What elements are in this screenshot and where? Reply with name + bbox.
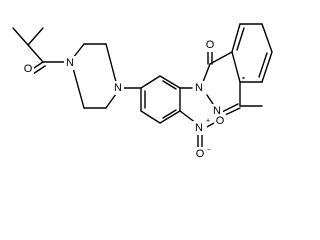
bond-pip-3 bbox=[105, 43, 117, 83]
atom-phthalazinone-n2: N bbox=[193, 81, 206, 95]
atom-carbonyl-oxygen-left: O bbox=[22, 62, 34, 76]
bond-carbonyl-co-2 bbox=[32, 65, 46, 75]
bond-ph-inner-2 bbox=[162, 109, 177, 119]
bond-ph-5 bbox=[140, 110, 161, 124]
atom-label-nitro-o-top: O bbox=[216, 115, 225, 127]
atom-label-o-left: O bbox=[24, 63, 33, 75]
atom-nitro-nitrogen: N + bbox=[193, 118, 210, 135]
atom-label-n1: N bbox=[66, 57, 74, 69]
atom-label-n4: N bbox=[114, 82, 122, 94]
atom-label-nitro-o-bottom: O bbox=[196, 148, 205, 160]
bond-bz-inner-1 bbox=[236, 27, 245, 51]
bond-bz-1 bbox=[231, 23, 241, 53]
bond-methyl-ch-left bbox=[12, 27, 29, 46]
bond-ph-inner-1 bbox=[162, 80, 177, 90]
charge-nitro-o-bottom: − bbox=[207, 147, 211, 154]
bond-bz-3 bbox=[261, 23, 273, 53]
atom-label-o-phthalazinone: O bbox=[206, 39, 215, 51]
bond-n3-c4-1 bbox=[221, 103, 239, 113]
bond-n2-n3 bbox=[206, 94, 214, 105]
bond-pip-4 bbox=[105, 93, 117, 109]
bond-methyl-ch-right bbox=[27, 27, 44, 46]
atom-nitro-oxygen-bottom: O − bbox=[194, 147, 211, 161]
bond-pip-6 bbox=[72, 67, 85, 109]
atom-piperazine-n4: N bbox=[112, 81, 124, 95]
bond-bz-4 bbox=[261, 51, 273, 83]
atom-label-n3: N bbox=[213, 105, 221, 117]
bond-n2-co bbox=[202, 63, 211, 83]
bond-pip-1 bbox=[72, 43, 85, 59]
molecule-svg: O N N N N O N + O bbox=[12, 23, 273, 161]
bonds bbox=[12, 23, 273, 149]
charge-nitro-n: + bbox=[206, 118, 210, 125]
atom-phthalazinone-oxygen: O bbox=[204, 38, 216, 52]
atom-piperazine-n1: N bbox=[64, 56, 76, 70]
atom-labels: O N N N N O N + O bbox=[22, 38, 226, 161]
atom-label-n2: N bbox=[195, 82, 203, 94]
bond-ch-carbonyl bbox=[27, 44, 44, 63]
atom-nitro-oxygen-top: O bbox=[214, 114, 226, 128]
bond-bz-inner-2 bbox=[258, 52, 268, 78]
bond-c4a-c8a bbox=[231, 51, 241, 83]
bond-ph-1 bbox=[140, 75, 161, 89]
bond-co-c8a bbox=[209, 51, 233, 65]
bond-ph-2 bbox=[159, 75, 181, 89]
molecule-structure-diagram: O N N N N O N + O bbox=[12, 23, 273, 161]
bond-ph-4 bbox=[159, 110, 181, 124]
atom-label-nitro-n: N bbox=[195, 122, 203, 134]
